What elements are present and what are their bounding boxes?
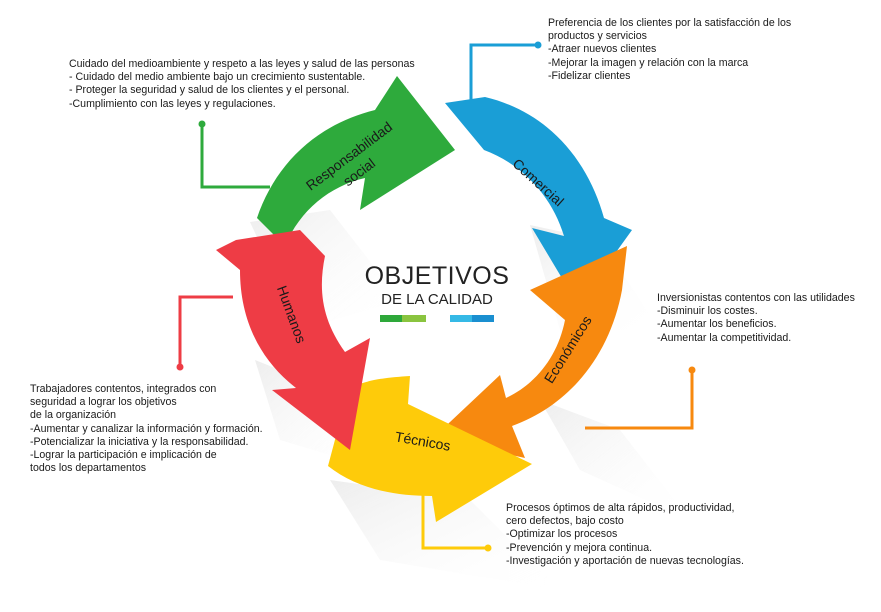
segment-comercial <box>445 97 632 305</box>
note-line: -Disminuir los costes. <box>657 305 758 318</box>
title-bar-green-dark <box>380 315 402 322</box>
segment-economicos <box>433 246 627 458</box>
note-line: de la organización <box>30 409 116 422</box>
note-line: cero defectos, bajo costo <box>506 515 624 528</box>
title-bar-green-light <box>402 315 426 322</box>
note-line: -Potencializar la iniciativa y la respon… <box>30 435 249 448</box>
note-line: -Prevención y mejora continua. <box>506 541 653 554</box>
note-line: -Atraer nuevos clientes <box>548 43 657 56</box>
note-line: -Aumentar los beneficios. <box>657 318 777 331</box>
note-line: todos los departamentos <box>30 462 147 475</box>
note-line: Preferencia de los clientes por la satis… <box>548 17 792 29</box>
note-line: -Aumentar y canalizar la información y f… <box>30 422 263 435</box>
note-tecnicos: Procesos óptimos de alta rápidos, produc… <box>506 502 744 568</box>
note-line: seguridad a lograr los objetivos <box>30 396 177 409</box>
connector-economicos <box>585 370 694 430</box>
connector-responsabilidad <box>200 124 270 189</box>
connector-dot-comercial <box>534 41 542 49</box>
note-line: -Lograr la participación e implicación d… <box>30 449 217 462</box>
title-bar-blue-dark <box>472 315 494 322</box>
connector-dot-economicos <box>688 366 696 374</box>
note-comercial: Preferencia de los clientes por la satis… <box>548 17 791 83</box>
note-line: Trabajadores contentos, integrados con <box>30 383 217 395</box>
note-line: - Cuidado del medio ambiente bajo un cre… <box>69 71 366 84</box>
note-line: Procesos óptimos de alta rápidos, produc… <box>506 502 735 514</box>
connector-humanos <box>178 295 233 367</box>
title-bar-blue-light <box>450 315 472 322</box>
connector-tecnicos <box>421 495 488 550</box>
connector-comercial <box>469 43 538 100</box>
note-humanos: Trabajadores contentos, integrados con s… <box>30 383 263 475</box>
note-line: -Cumplimiento con las leyes y regulacion… <box>69 97 276 110</box>
note-line: - Proteger la seguridad y salud de los c… <box>69 84 350 97</box>
connector-lines <box>176 41 696 552</box>
connector-dot-humanos <box>176 363 184 371</box>
segment-responsabilidad-social <box>257 76 455 246</box>
connector-dot-tecnicos <box>484 544 492 552</box>
note-line: -Optimizar los procesos <box>506 528 618 541</box>
note-responsabilidad: Cuidado del medioambiente y respeto a la… <box>69 58 415 111</box>
note-line: -Mejorar la imagen y relación con la mar… <box>548 56 749 69</box>
connector-dot-responsabilidad <box>198 120 206 128</box>
note-line: productos y servicios <box>548 30 647 43</box>
note-line: -Fidelizar clientes <box>548 69 631 82</box>
note-line: Cuidado del medioambiente y respeto a la… <box>69 58 415 70</box>
diagram-title: OBJETIVOS <box>364 262 510 290</box>
segment-tecnicos <box>326 376 532 522</box>
title-color-bars <box>380 315 494 322</box>
arrow-segments <box>216 76 632 522</box>
note-line: Inversionistas contentos con las utilida… <box>657 292 855 304</box>
note-line: -Aumentar la competitividad. <box>657 331 792 344</box>
segment-humanos <box>216 230 370 450</box>
note-economicos: Inversionistas contentos con las utilida… <box>657 292 855 345</box>
note-line: -Investigación y aportación de nuevas te… <box>506 554 744 567</box>
diagram-subtitle: DE LA CALIDAD <box>381 291 493 308</box>
